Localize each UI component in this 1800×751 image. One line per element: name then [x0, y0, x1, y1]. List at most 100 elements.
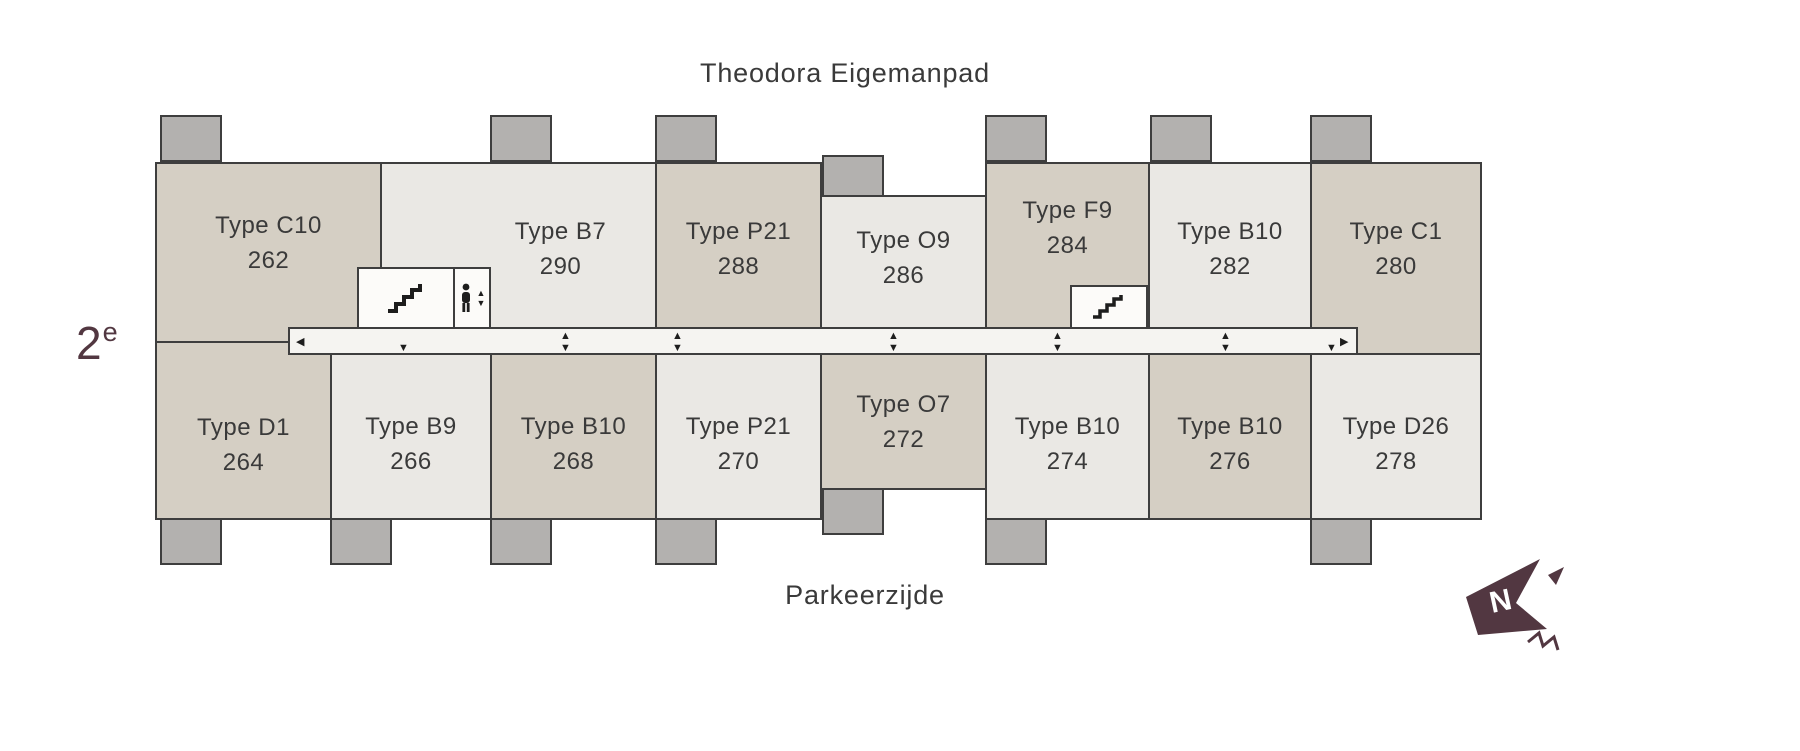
unit-type: Type P21 — [685, 413, 792, 440]
unit-type: Type O7 — [856, 390, 951, 418]
unit-number: 270 — [717, 448, 760, 475]
door-arrow-down-icon: ▼ — [1326, 342, 1337, 354]
unit-266[interactable]: Type B9 266 — [330, 353, 492, 520]
balcony-tab — [1150, 115, 1212, 162]
unit-268[interactable]: Type B10 268 — [490, 353, 657, 520]
door-arrow-right-icon: ▶ — [1340, 336, 1349, 348]
unit-type: Type P21 — [685, 217, 792, 245]
elevator-down-icon: ▼ — [476, 298, 486, 308]
elevator-up-icon: ▲ — [476, 288, 486, 298]
unit-number: 286 — [882, 262, 925, 289]
balcony-tab — [330, 518, 392, 565]
balcony-tab — [160, 518, 222, 565]
unit-type: Type B10 — [1177, 413, 1283, 440]
balcony-tab — [655, 115, 717, 162]
door-arrow-left-icon: ◀ — [296, 336, 305, 348]
door-arrow-up-icon: ▲ — [1220, 330, 1231, 342]
stairs-icon — [1093, 295, 1123, 319]
unit-number: 272 — [882, 425, 925, 453]
unit-type: Type B10 — [1014, 413, 1121, 440]
unit-type: Type B9 — [365, 413, 457, 440]
unit-number: 276 — [1209, 448, 1251, 475]
unit-number: 274 — [1046, 448, 1089, 475]
door-arrow-up-icon: ▲ — [672, 330, 683, 342]
unit-type: Type O9 — [856, 227, 951, 254]
door-arrow-down-icon: ▼ — [398, 342, 409, 354]
balcony-tab — [160, 115, 222, 162]
balcony-tab — [985, 115, 1047, 162]
unit-number: 262 — [247, 246, 290, 274]
elevator-person-icon — [461, 283, 470, 312]
balcony-tab — [822, 155, 884, 202]
unit-number: 280 — [1375, 252, 1417, 280]
unit-282-label: Type B10 282 — [1177, 214, 1282, 304]
unit-262[interactable]: Type C10 262 — [155, 162, 382, 343]
floor-suffix: e — [102, 317, 119, 347]
unit-type: Type C10 — [215, 211, 322, 239]
unit-262-label: Type C10 262 — [215, 208, 322, 298]
unit-282[interactable]: Type B10 282 — [1148, 162, 1312, 355]
unit-264-label: Type D1 264 — [197, 381, 290, 480]
unit-number: 264 — [222, 449, 265, 476]
balcony-tab — [655, 518, 717, 565]
unit-284-label: Type F9 284 — [1022, 193, 1112, 325]
unit-270[interactable]: Type P21 270 — [655, 353, 822, 520]
door-arrow-down-icon: ▼ — [1052, 342, 1063, 354]
balcony-tab — [1310, 115, 1372, 162]
door-arrow-up-icon: ▲ — [560, 330, 571, 342]
unit-274[interactable]: Type B10 274 — [985, 353, 1150, 520]
unit-270-label: Type P21 270 — [686, 394, 791, 479]
stairs-icon — [388, 284, 422, 313]
stairwell-right — [1070, 285, 1148, 329]
unit-number: 284 — [1046, 231, 1089, 259]
unit-number: 290 — [539, 252, 582, 280]
unit-number: 282 — [1209, 252, 1251, 280]
unit-280[interactable]: Type C1 280 — [1310, 162, 1482, 355]
unit-272-label: Type O7 272 — [856, 387, 950, 457]
balcony-tab — [490, 115, 552, 162]
unit-286-label: Type O9 286 — [856, 223, 950, 327]
unit-type: Type B7 — [514, 217, 607, 245]
unit-number: 288 — [717, 252, 760, 280]
unit-288[interactable]: Type P21 288 — [655, 162, 822, 355]
street-name-bottom: Parkeerzijde — [785, 580, 945, 610]
balcony-tab — [822, 488, 884, 535]
door-arrow-up-icon: ▲ — [1052, 330, 1063, 342]
unit-278[interactable]: Type D26 278 — [1310, 353, 1482, 520]
north-compass-icon: N — [1466, 559, 1564, 651]
unit-276-label: Type B10 276 — [1177, 394, 1282, 479]
unit-type: Type F9 — [1022, 196, 1113, 224]
door-arrow-down-icon: ▼ — [1220, 342, 1231, 354]
street-name-top: Theodora Eigemanpad — [700, 58, 990, 88]
unit-274-label: Type B10 274 — [1015, 394, 1120, 479]
unit-280-label: Type C1 280 — [1350, 214, 1443, 304]
elevator: ▲ ▼ — [453, 267, 491, 329]
unit-number: 268 — [552, 448, 595, 475]
balcony-tab — [490, 518, 552, 565]
door-arrow-down-icon: ▼ — [560, 342, 571, 354]
unit-number: 266 — [390, 448, 432, 475]
balcony-tab — [985, 518, 1047, 565]
unit-type: Type D26 — [1342, 413, 1450, 440]
unit-288-label: Type P21 288 — [686, 214, 791, 304]
unit-type: Type B10 — [1177, 217, 1283, 245]
unit-type: Type D1 — [197, 414, 290, 441]
door-arrow-up-icon: ▲ — [888, 330, 899, 342]
unit-number: 278 — [1375, 448, 1417, 475]
corridor: ◀ ▼ ▲ ▼ ▲ ▼ ▲ ▼ ▲ ▼ ▲ ▼ ▼ ▶ — [288, 327, 1358, 355]
unit-278-label: Type D26 278 — [1343, 394, 1450, 479]
door-arrow-down-icon: ▼ — [888, 342, 899, 354]
unit-264[interactable]: Type D1 264 — [155, 341, 332, 520]
balcony-tab — [1310, 518, 1372, 565]
floor-number: 2 — [76, 317, 103, 369]
unit-272[interactable]: Type O7 272 — [820, 353, 987, 490]
stairwell-left — [357, 267, 455, 329]
unit-268-label: Type B10 268 — [521, 394, 626, 479]
unit-276[interactable]: Type B10 276 — [1148, 353, 1312, 520]
door-arrow-down-icon: ▼ — [672, 342, 683, 354]
unit-type: Type C1 — [1349, 217, 1443, 245]
unit-266-label: Type B9 266 — [365, 394, 457, 479]
floor-label: 2e — [76, 316, 119, 370]
unit-type: Type B10 — [520, 413, 627, 440]
